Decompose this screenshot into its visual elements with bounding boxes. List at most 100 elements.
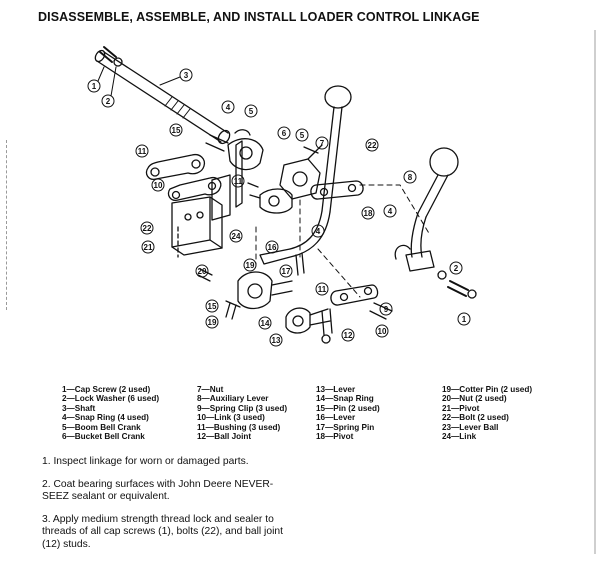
right-hardware-part: [437, 270, 477, 299]
svg-text:1: 1: [462, 315, 467, 324]
step-line: 2. Coat bearing surfaces with John Deere…: [42, 478, 274, 490]
instruction-steps: 1. Inspect linkage for worn or damaged p…: [42, 456, 587, 561]
svg-text:4: 4: [388, 207, 393, 216]
svg-text:15: 15: [208, 302, 217, 311]
svg-text:14: 14: [261, 319, 270, 328]
svg-text:8: 8: [408, 173, 413, 182]
callout-markers: 1 2 3 4 5 15 6 5 7 22 11 10 11 22 21 24 …: [87, 66, 471, 347]
legend-item: 2—Lock Washer (6 used): [62, 394, 160, 404]
exploded-view-diagram: 1 2 3 4 5 15 6 5 7 22 11 10 11 22 21 24 …: [87, 46, 477, 347]
step-2: 2. Coat bearing surfaces with John Deere…: [42, 479, 587, 504]
step-line: 1. Inspect linkage for worn or damaged p…: [42, 456, 249, 467]
callout-10: 10: [151, 178, 165, 192]
callout-8: 8: [403, 170, 417, 184]
svg-text:22: 22: [143, 224, 152, 233]
svg-text:11: 11: [138, 147, 147, 156]
legend-item: 7—Nut: [197, 385, 224, 394]
svg-text:20: 20: [198, 267, 207, 276]
callout-11b: 11: [231, 174, 245, 188]
cap-screw-part: [99, 46, 123, 67]
bucket-bell-crank-part: [205, 129, 264, 171]
legend-item: 18—Pivot: [316, 432, 354, 442]
link-part: [145, 153, 222, 201]
svg-text:11: 11: [234, 177, 243, 186]
legend-item: 13—Lever: [316, 385, 356, 394]
boom-bell-crank-part: [279, 144, 323, 200]
step-line: 3. Apply medium strength thread lock and…: [42, 513, 274, 525]
callout-22: 22: [365, 138, 379, 152]
callout-17: 17: [279, 264, 293, 278]
svg-text:5: 5: [300, 131, 305, 140]
legend-item: 22—Bolt (2 used): [442, 413, 509, 423]
legend-item: 15—Pin (2 used): [316, 403, 380, 413]
svg-text:19: 19: [246, 261, 255, 270]
svg-text:22: 22: [368, 141, 377, 150]
legend-column-3: 13—Lever 14—Snap Ring 15—Pin (2 used) 16…: [316, 385, 380, 441]
callout-4: 4: [221, 100, 235, 114]
svg-text:19: 19: [208, 318, 217, 327]
callout-1b: 1: [457, 312, 471, 326]
legend-item: 14—Snap Ring: [316, 394, 374, 404]
page-title: DISASSEMBLE, ASSEMBLE, AND INSTALL LOADE…: [38, 10, 480, 24]
callout-3: 3: [159, 68, 193, 86]
legend-item: 21—Pivot: [442, 403, 480, 413]
legend-item: 6—Bucket Bell Crank: [62, 432, 145, 442]
svg-text:7: 7: [320, 139, 325, 148]
legend-column-2: 7—Nut 8—Auxiliary Lever 9—Spring Clip (3…: [197, 385, 287, 441]
callout-5: 5: [244, 104, 258, 118]
callout-14: 14: [258, 316, 272, 330]
callout-16: 16: [265, 240, 279, 254]
callout-4b: 4: [383, 204, 397, 218]
page-edge-rule: [6, 140, 7, 310]
step-1: 1. Inspect linkage for worn or damaged p…: [42, 456, 587, 469]
callout-18b: 15: [205, 299, 219, 313]
legend-item: 10—Link (3 used): [197, 413, 265, 423]
callout-19b: 19: [205, 315, 219, 329]
callout-9: 9: [379, 302, 393, 316]
svg-text:21: 21: [144, 243, 153, 252]
step-line: threads of all cap screws (1), bolts (22…: [42, 526, 283, 537]
svg-text:15: 15: [172, 126, 181, 135]
svg-text:2: 2: [106, 97, 111, 106]
callout-11c: 11: [315, 282, 329, 296]
svg-text:24: 24: [232, 232, 241, 241]
legend-item: 1—Cap Screw (2 used): [62, 385, 151, 394]
svg-text:13: 13: [272, 336, 281, 345]
legend-item: 12—Ball Joint: [197, 432, 252, 442]
shaft-part: [94, 49, 231, 145]
callout-4c: 4: [311, 224, 325, 238]
small-pin-parts: [197, 252, 305, 308]
callout-7: 7: [315, 136, 329, 150]
lever-13-part: [285, 307, 333, 344]
legend-item: 20—Nut (2 used): [442, 394, 507, 404]
parts-legend: 1—Cap Screw (2 used) 2—Lock Washer (6 us…: [62, 385, 582, 447]
svg-text:9: 9: [384, 305, 389, 314]
lower-right-link-part: [330, 284, 393, 320]
callout-6: 6: [277, 126, 291, 140]
legend-item: 4—Snap Ring (4 used): [62, 413, 149, 423]
legend-item: 24—Link: [442, 432, 477, 442]
svg-text:1: 1: [92, 82, 97, 91]
callout-11: 11: [135, 144, 149, 158]
legend-item: 3—Shaft: [62, 403, 96, 413]
callout-22b: 22: [140, 221, 154, 235]
callout-5b: 5: [295, 128, 309, 142]
svg-text:2: 2: [454, 264, 459, 273]
callout-10b: 10: [375, 324, 389, 338]
callout-18: 18: [361, 206, 375, 220]
svg-text:6: 6: [282, 129, 287, 138]
callout-12: 12: [341, 328, 355, 342]
svg-text:11: 11: [318, 285, 327, 294]
legend-column-1: 1—Cap Screw (2 used) 2—Lock Washer (6 us…: [62, 385, 159, 441]
callout-15: 15: [169, 123, 183, 137]
callout-1: 1: [87, 66, 105, 93]
callout-13: 13: [269, 333, 283, 347]
legend-item: 19—Cotter Pin (2 used): [442, 385, 533, 394]
svg-text:17: 17: [282, 267, 291, 276]
svg-text:3: 3: [184, 71, 189, 80]
callout-21: 21: [141, 240, 155, 254]
legend-item: 9—Spring Clip (3 used): [197, 403, 288, 413]
callout-2: 2: [101, 66, 117, 108]
page-edge-shadow: [594, 30, 596, 554]
callout-20: 20: [195, 264, 209, 278]
